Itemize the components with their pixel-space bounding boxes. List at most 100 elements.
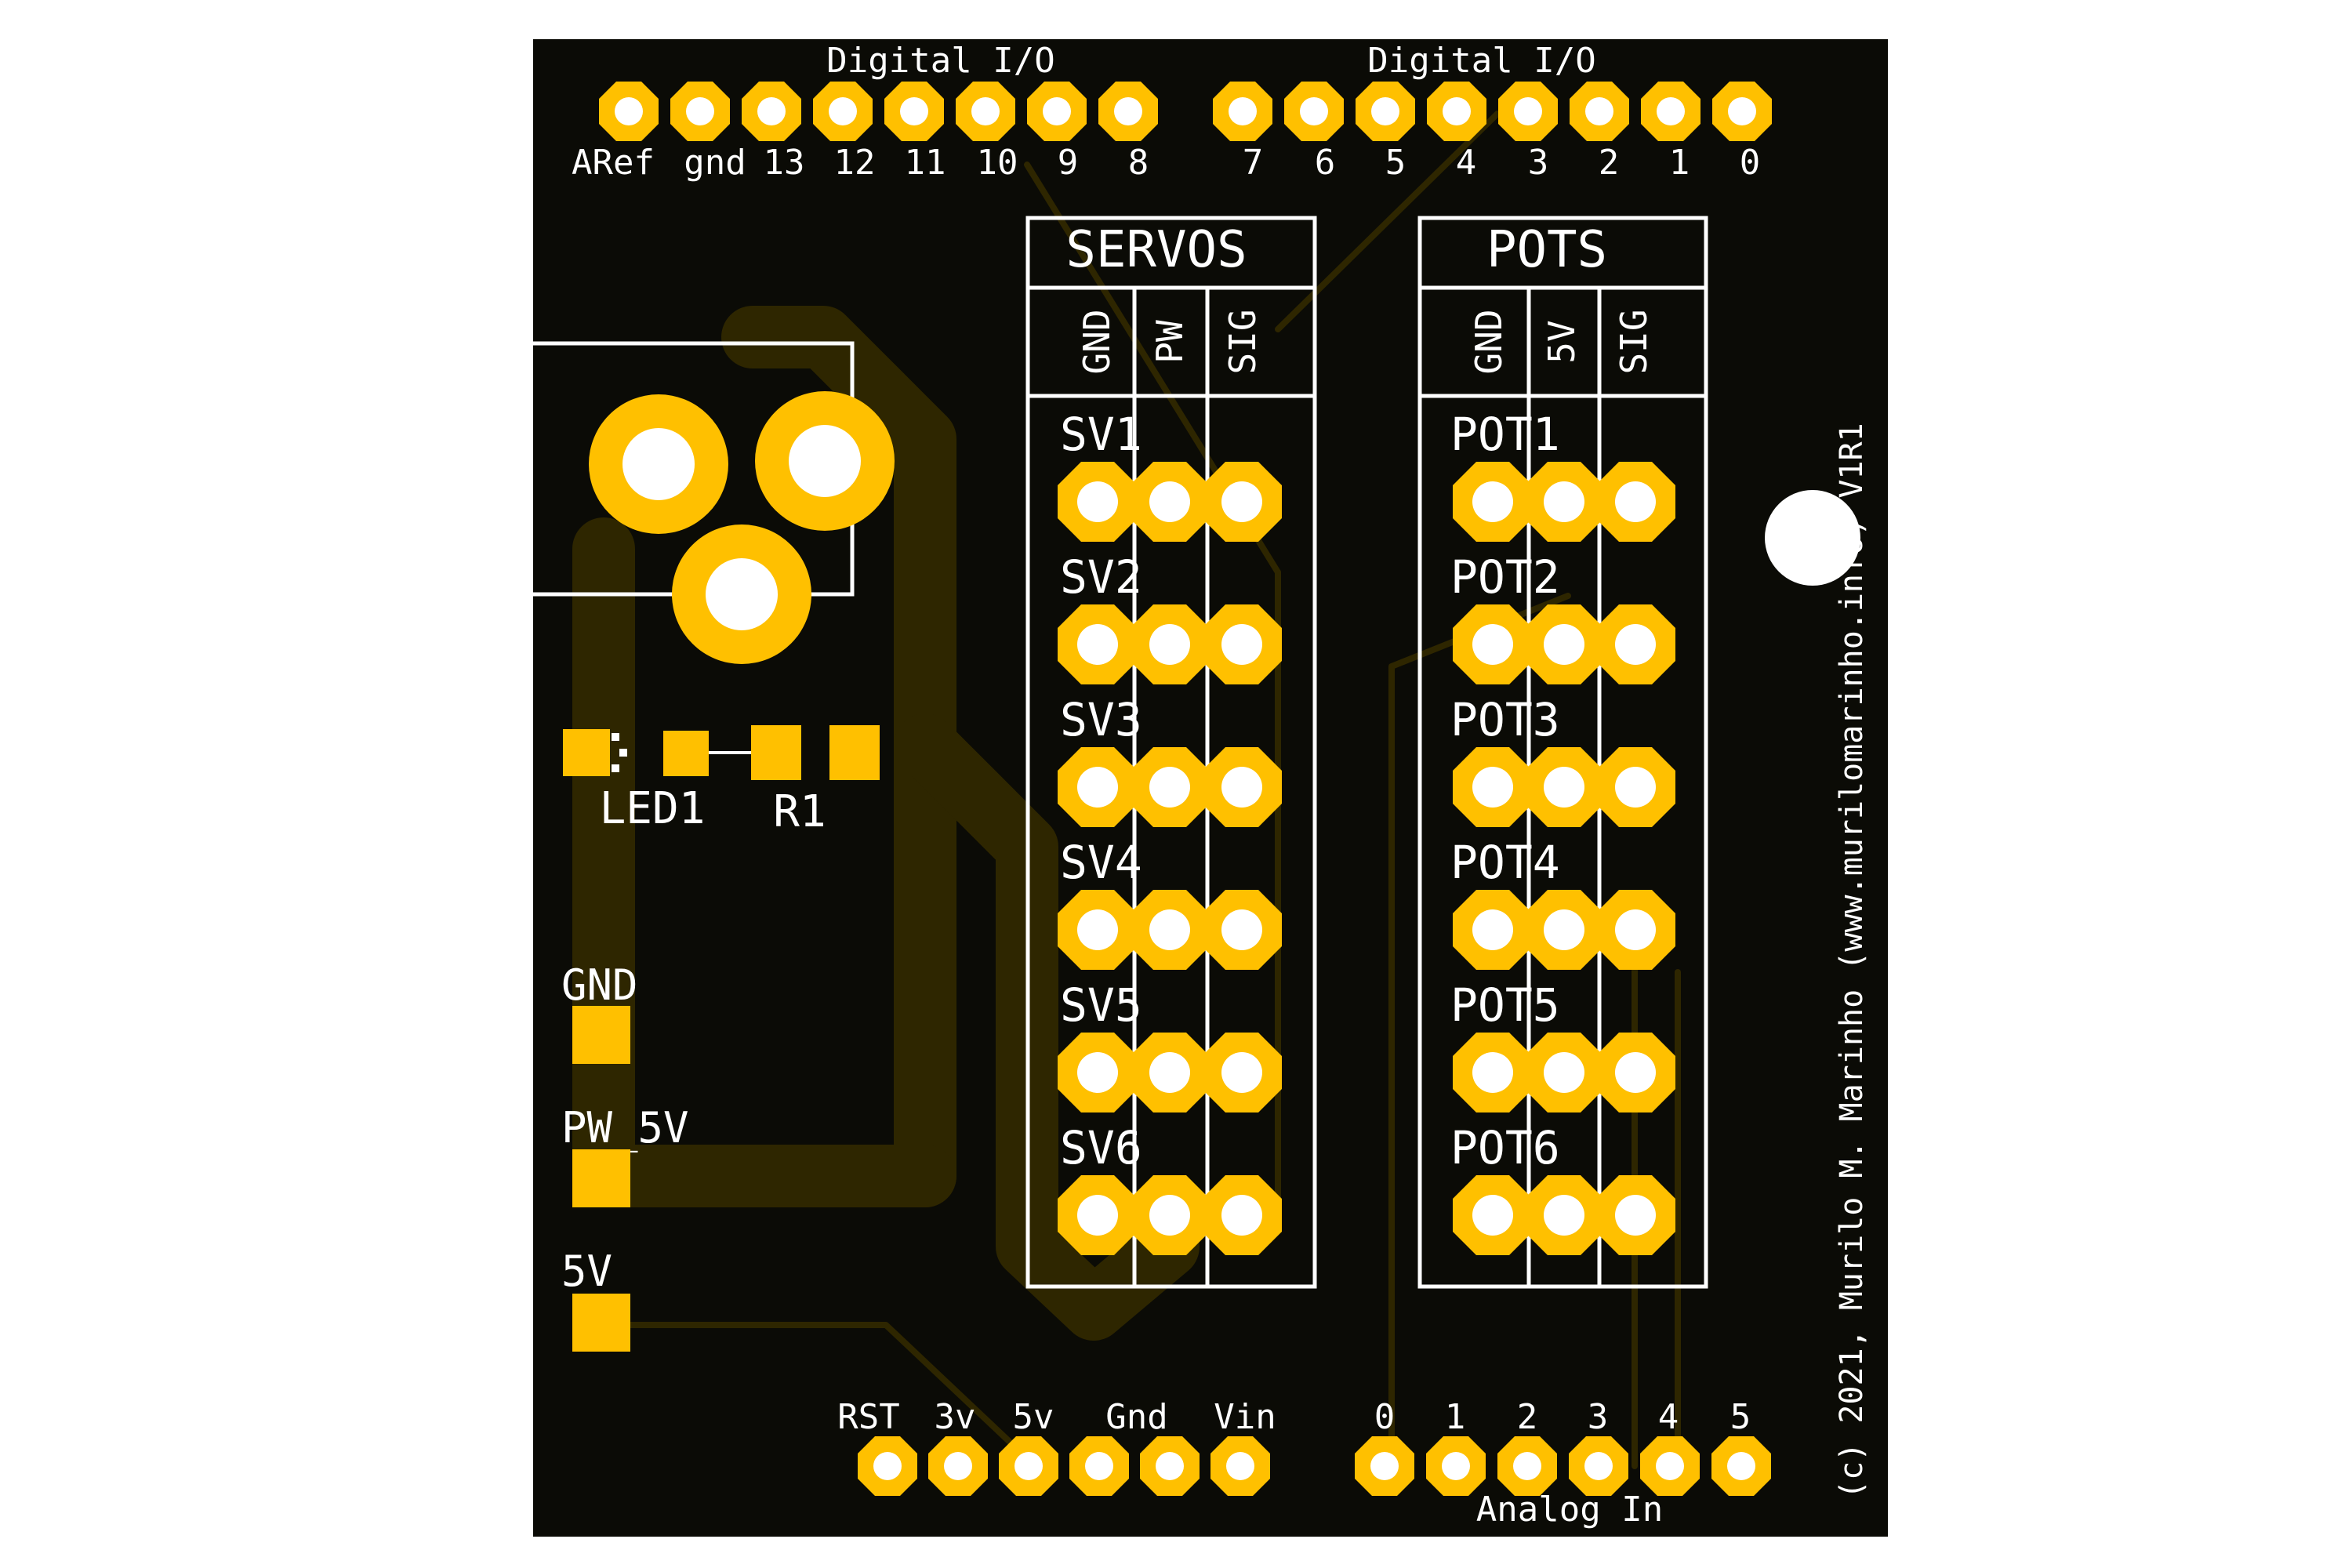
pin-label-3: 3 bbox=[1528, 143, 1549, 183]
pin-label-4: 4 bbox=[1456, 143, 1477, 183]
pot-header-row bbox=[1453, 747, 1675, 827]
servo-header-row bbox=[1058, 604, 1282, 684]
pin-label-5v: 5v bbox=[1013, 1397, 1054, 1437]
gnd-pad-label: GND bbox=[561, 960, 638, 1010]
pin-label-5: 5 bbox=[1385, 143, 1406, 183]
pin-label-7: 7 bbox=[1243, 143, 1264, 183]
pots-col-5v: 5V bbox=[1541, 320, 1583, 363]
pin-label-aref: ARef bbox=[572, 143, 655, 183]
pin-pad bbox=[1356, 82, 1415, 141]
pin-pad bbox=[1426, 1436, 1486, 1496]
servo-row-label: SV5 bbox=[1060, 978, 1142, 1032]
pin-pad bbox=[858, 1436, 917, 1496]
pin-pad bbox=[1569, 1436, 1628, 1496]
pots-col-gnd: GND bbox=[1468, 309, 1510, 374]
pin-pad bbox=[1284, 82, 1344, 141]
digital-io-left-title: Digital I/O bbox=[826, 41, 1054, 81]
pin-pad bbox=[956, 82, 1015, 141]
copyright-text: (c) 2021, Murilo M. Marinho (www.murilom… bbox=[1834, 423, 1870, 1499]
pot-header-row bbox=[1453, 462, 1675, 542]
pin-label-3v: 3v bbox=[935, 1397, 976, 1437]
pots-title: POTS bbox=[1486, 221, 1607, 279]
pot-header-row bbox=[1453, 1175, 1675, 1255]
servo-row-label: SV3 bbox=[1060, 693, 1142, 746]
servo-row-label: SV4 bbox=[1060, 836, 1142, 889]
pin-pad bbox=[1498, 82, 1558, 141]
servo-header-row bbox=[1058, 1033, 1282, 1112]
r1-label: R1 bbox=[773, 786, 826, 837]
led1-footprint bbox=[563, 729, 709, 776]
pin-pad bbox=[1140, 1436, 1200, 1496]
pin-label-a5: 5 bbox=[1730, 1397, 1751, 1437]
pin-pad bbox=[1497, 1436, 1557, 1496]
pin-pad bbox=[999, 1436, 1058, 1496]
pin-pad bbox=[1711, 1436, 1771, 1496]
servos-title: SERVOS bbox=[1065, 221, 1247, 279]
pin-label-gnd: gnd bbox=[684, 143, 746, 183]
digital-io-right-title: Digital I/O bbox=[1367, 41, 1595, 81]
pin-pad bbox=[1712, 82, 1772, 141]
pin-label-1: 1 bbox=[1669, 143, 1690, 183]
pot-row-label: POT4 bbox=[1450, 836, 1560, 889]
pin-pad bbox=[1098, 82, 1158, 141]
pin-pad bbox=[884, 82, 944, 141]
pin-label-vin: Vin bbox=[1214, 1397, 1276, 1437]
analog-in-title: Analog In bbox=[1476, 1490, 1663, 1530]
servos-col-sig: SIG bbox=[1221, 309, 1264, 374]
pin-pad bbox=[1641, 82, 1700, 141]
pin-label-10: 10 bbox=[977, 143, 1018, 183]
pin-label-6: 6 bbox=[1315, 143, 1336, 183]
pot-row-label: POT5 bbox=[1450, 978, 1560, 1032]
servo-header-row bbox=[1058, 747, 1282, 827]
servo-header-row bbox=[1058, 462, 1282, 542]
pot-header-row bbox=[1453, 890, 1675, 970]
pin-pad bbox=[1210, 1436, 1270, 1496]
servo-header-row bbox=[1058, 890, 1282, 970]
pin-pad bbox=[928, 1436, 988, 1496]
pw5v-pad bbox=[572, 1149, 630, 1207]
pin-pad bbox=[599, 82, 659, 141]
pin-label-a3: 3 bbox=[1588, 1397, 1609, 1437]
pin-label-rst: RST bbox=[837, 1397, 899, 1437]
pin-label-8: 8 bbox=[1128, 143, 1149, 183]
pin-label-11: 11 bbox=[905, 143, 946, 183]
pin-label-13: 13 bbox=[764, 143, 805, 183]
gnd-pad bbox=[572, 1006, 630, 1064]
pin-label-a1: 1 bbox=[1445, 1397, 1466, 1437]
mounting-hole bbox=[1765, 490, 1860, 586]
pin-pad bbox=[1427, 82, 1486, 141]
pw5v-pad-label: PW_5V bbox=[561, 1103, 689, 1152]
pots-col-sig: SIG bbox=[1613, 309, 1655, 374]
pin-label-a2: 2 bbox=[1517, 1397, 1538, 1437]
pin-pad bbox=[742, 82, 801, 141]
r1-footprint bbox=[709, 725, 880, 780]
pin-pad bbox=[1213, 82, 1272, 141]
pot-row-label: POT2 bbox=[1450, 550, 1560, 604]
pin-pad bbox=[1640, 1436, 1700, 1496]
pin-pad bbox=[1027, 82, 1087, 141]
pin-label-gnd-bottom: Gnd bbox=[1105, 1397, 1167, 1437]
pin-pad bbox=[1355, 1436, 1414, 1496]
servo-row-label: SV1 bbox=[1060, 408, 1142, 461]
pot-header-row bbox=[1453, 1033, 1675, 1112]
pin-label-a4: 4 bbox=[1658, 1397, 1679, 1437]
pin-label-0: 0 bbox=[1740, 143, 1761, 183]
servos-col-gnd: GND bbox=[1076, 309, 1118, 374]
pin-label-9: 9 bbox=[1058, 143, 1079, 183]
pin-label-12: 12 bbox=[834, 143, 876, 183]
5v-pad-label: 5V bbox=[561, 1247, 612, 1296]
led1-label: LED1 bbox=[600, 783, 706, 834]
pot-header-row bbox=[1453, 604, 1675, 684]
pot-row-label: POT3 bbox=[1450, 693, 1560, 746]
servo-header-row bbox=[1058, 1175, 1282, 1255]
servo-row-label: SV2 bbox=[1060, 550, 1142, 604]
servo-row-label: SV6 bbox=[1060, 1121, 1142, 1174]
pin-pad bbox=[670, 82, 730, 141]
5v-pad bbox=[572, 1294, 630, 1352]
dc-jack bbox=[533, 341, 895, 664]
pot-row-label: POT1 bbox=[1450, 408, 1560, 461]
pin-pad bbox=[813, 82, 873, 141]
pot-row-label: POT6 bbox=[1450, 1121, 1560, 1174]
pin-label-a0: 0 bbox=[1374, 1397, 1396, 1437]
